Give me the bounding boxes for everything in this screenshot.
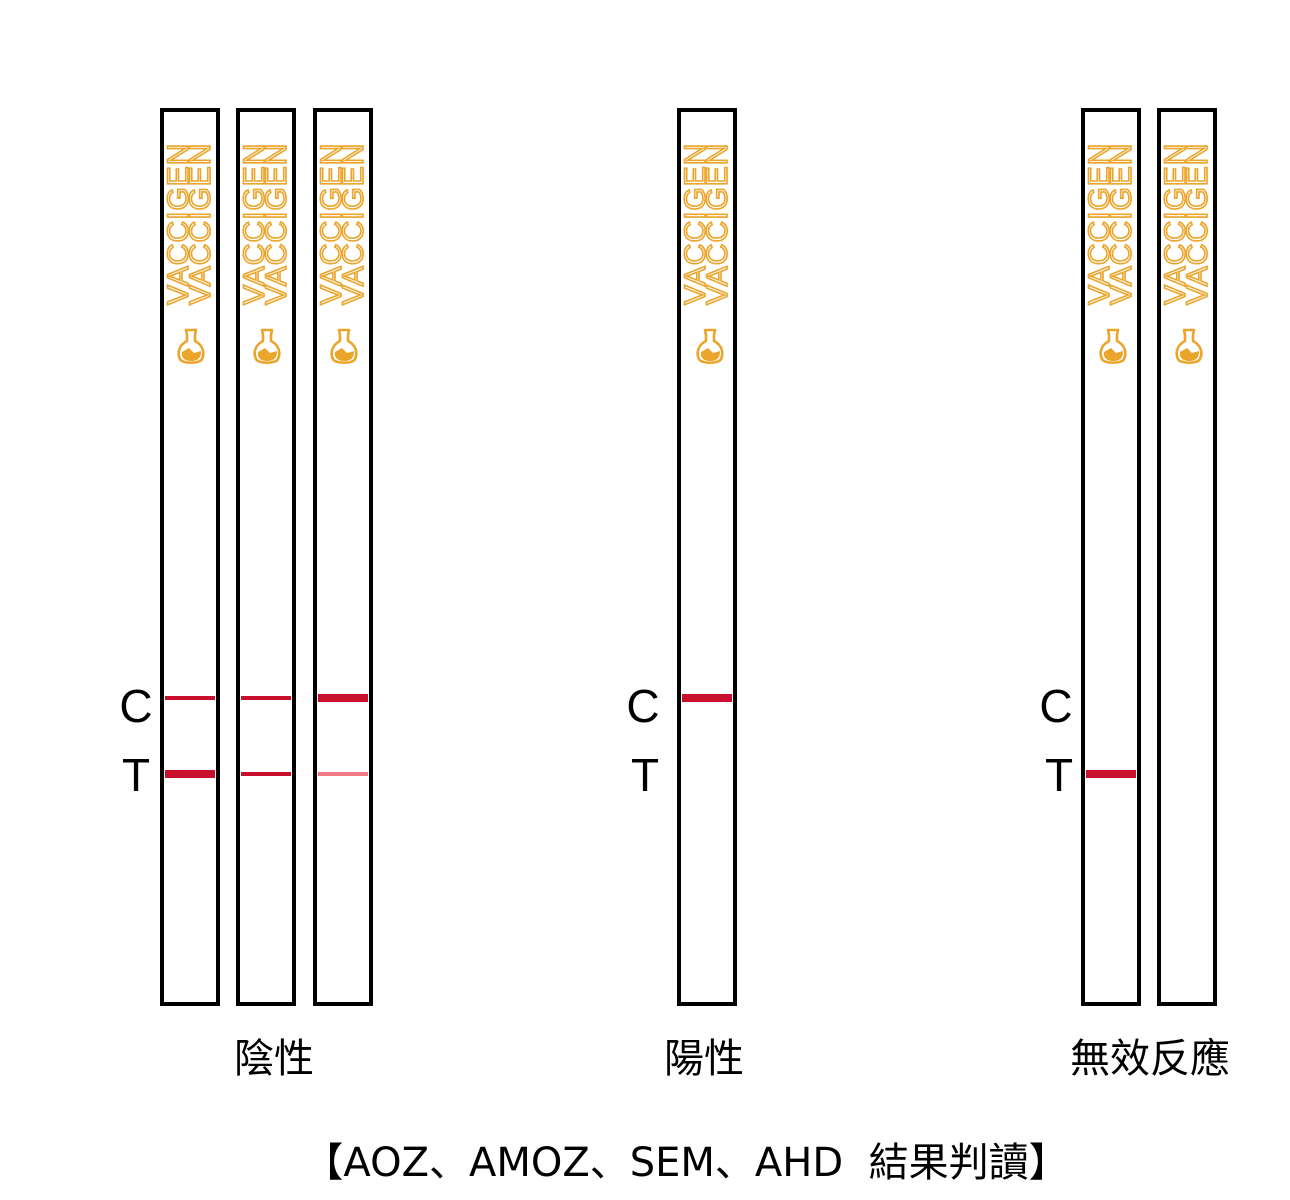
test-strip: VACCIGEN VACCIGEN	[313, 108, 373, 1006]
test-strip: VACCIGEN VACCIGEN	[1081, 108, 1141, 1006]
negative-label: 陰性	[234, 1036, 314, 1082]
strip-body	[1157, 108, 1217, 1006]
control-line-label: C	[119, 680, 152, 732]
test-line	[1086, 770, 1136, 778]
test-strip: VACCIGEN VACCIGEN	[160, 108, 220, 1006]
control-line	[165, 696, 215, 700]
control-line	[241, 696, 291, 700]
diagram-caption: 【AOZ、AMOZ、SEM、AHD 結果判讀】	[303, 1140, 1068, 1186]
control-line-label: C	[1039, 680, 1072, 732]
negative-group: C T VACCIGEN VACCIGEN VACCIGEN VACCIGEN …	[119, 108, 373, 1082]
positive-label: 陽性	[664, 1036, 744, 1082]
brand-logo-text-outline: VACCIGEN	[184, 143, 217, 305]
brand-logo-text-outline: VACCIGEN	[1181, 143, 1214, 305]
test-line-label: T	[122, 749, 150, 801]
strip-body	[677, 108, 737, 1006]
test-strip: VACCIGEN VACCIGEN	[677, 108, 737, 1006]
invalid-group: C T VACCIGEN VACCIGEN VACCIGEN VACCIGEN …	[1039, 108, 1230, 1082]
positive-group: C T VACCIGEN VACCIGEN 陽性	[626, 108, 744, 1082]
test-line-label: T	[631, 749, 659, 801]
invalid-label: 無效反應	[1070, 1036, 1230, 1082]
test-line	[241, 772, 291, 776]
test-line-label: T	[1045, 749, 1073, 801]
strip-body	[236, 108, 296, 1006]
test-strip: VACCIGEN VACCIGEN	[236, 108, 296, 1006]
test-line	[165, 770, 215, 778]
strip-body	[1081, 108, 1141, 1006]
brand-logo-text: VACCIGEN	[238, 143, 271, 305]
brand-logo-text: VACCIGEN	[1159, 143, 1192, 305]
strip-body	[313, 108, 373, 1006]
test-line-faint	[318, 772, 368, 776]
brand-logo-text: VACCIGEN	[315, 143, 348, 305]
control-line	[682, 694, 732, 702]
brand-logo-text: VACCIGEN	[1083, 143, 1116, 305]
test-strip: VACCIGEN VACCIGEN	[1157, 108, 1217, 1006]
brand-logo-text-outline: VACCIGEN	[260, 143, 293, 305]
brand-logo-text-outline: VACCIGEN	[1105, 143, 1138, 305]
brand-logo-text: VACCIGEN	[679, 143, 712, 305]
brand-logo-text-outline: VACCIGEN	[701, 143, 734, 305]
control-line-label: C	[626, 680, 659, 732]
strip-body	[160, 108, 220, 1006]
brand-logo-text-outline: VACCIGEN	[337, 143, 370, 305]
brand-logo-text: VACCIGEN	[162, 143, 195, 305]
control-line	[318, 694, 368, 702]
